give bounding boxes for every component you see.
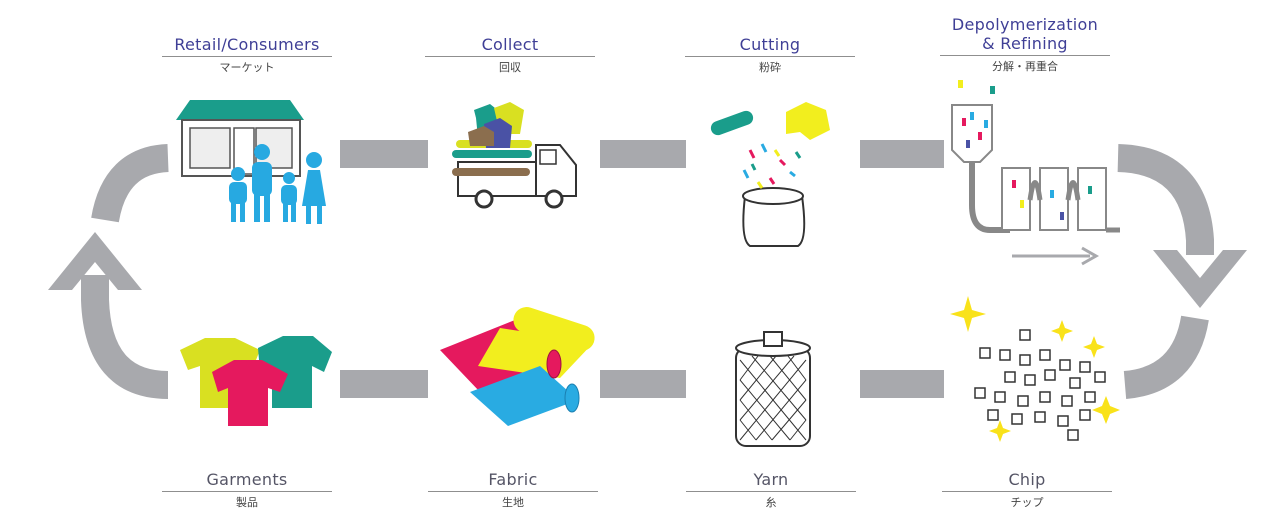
sparkle-icon: [1092, 396, 1120, 424]
fabric-rolls-icon: [440, 307, 595, 426]
left-cycle-arrow: [48, 144, 170, 399]
label-rule: [685, 56, 855, 57]
step-label-collect: Collect 回収: [425, 35, 595, 74]
step-title-retail: Retail/Consumers: [174, 35, 320, 54]
left-arrowhead-icon: [48, 232, 142, 290]
label-rule: [942, 491, 1112, 492]
label-rule: [940, 55, 1110, 56]
step-label-cutting: Cutting 粉砕: [685, 35, 855, 74]
step-subtitle-depolymerization: 分解・再重合: [992, 60, 1058, 73]
step-title-cutting: Cutting: [739, 35, 801, 54]
store-family-icon: [176, 100, 326, 224]
step-subtitle-yarn: 糸: [765, 496, 777, 509]
sparkle-icon: [1051, 320, 1073, 342]
step-subtitle-chip: チップ: [1010, 496, 1044, 509]
step-title-chip: Chip: [1008, 470, 1046, 489]
connector-yarn-fabric: [600, 370, 686, 398]
right-arrowhead-icon: [1153, 250, 1247, 308]
step-title-depolymerization: Depolymerization: [951, 15, 1099, 34]
step-subtitle-fabric: 生地: [502, 496, 524, 509]
step-label-fabric: Fabric 生地: [428, 470, 598, 509]
step-title-yarn: Yarn: [753, 470, 789, 489]
step-label-garments: Garments 製品: [162, 470, 332, 509]
step-subtitle-cutting: 粉砕: [759, 61, 781, 74]
truck-icon: [452, 102, 577, 209]
left-arrow-upper-arc: [91, 144, 170, 223]
step-subtitle-garments: 製品: [236, 496, 258, 509]
connector-fabric-garments: [340, 370, 428, 398]
right-arrow-lower-arc: [1123, 315, 1209, 399]
step-subtitle-retail: マーケット: [219, 61, 275, 74]
step-subtitle-collect: 回収: [499, 61, 521, 74]
sparkle-icon: [1083, 336, 1105, 358]
connector-cutting-depoly: [860, 140, 944, 168]
connector-bars: [340, 140, 944, 398]
tshirts-icon: [180, 336, 332, 426]
step-label-chip: Chip チップ: [942, 470, 1112, 509]
connector-chip-yarn: [860, 370, 944, 398]
right-arrow-upper-arc: [1117, 144, 1214, 255]
label-rule: [162, 56, 332, 57]
reactor-icon: [951, 80, 1120, 266]
connector-retail-collect: [340, 140, 428, 168]
yarn-spool-icon: [735, 331, 811, 447]
label-rule: [425, 56, 595, 57]
step-label-depolymerization: Depolymerization & Refining 分解・再重合: [940, 15, 1110, 73]
step-label-retail: Retail/Consumers マーケット: [162, 35, 332, 74]
step-label-yarn: Yarn 糸: [686, 470, 856, 509]
label-rule: [686, 491, 856, 492]
sparkle-icon: [950, 296, 986, 332]
left-arrow-lower-arc: [81, 275, 169, 399]
label-rule: [162, 491, 332, 492]
step-title-collect: Collect: [481, 35, 539, 54]
shredder-icon: [710, 102, 830, 247]
step-title-garments: Garments: [206, 470, 288, 489]
step-title-refining: & Refining: [982, 34, 1068, 53]
connector-collect-cutting: [600, 140, 686, 168]
sparkle-icon: [989, 420, 1011, 442]
step-title-fabric: Fabric: [488, 470, 538, 489]
chips-icon: [950, 296, 1120, 442]
right-cycle-arrow: [1117, 144, 1247, 399]
label-rule: [428, 491, 598, 492]
